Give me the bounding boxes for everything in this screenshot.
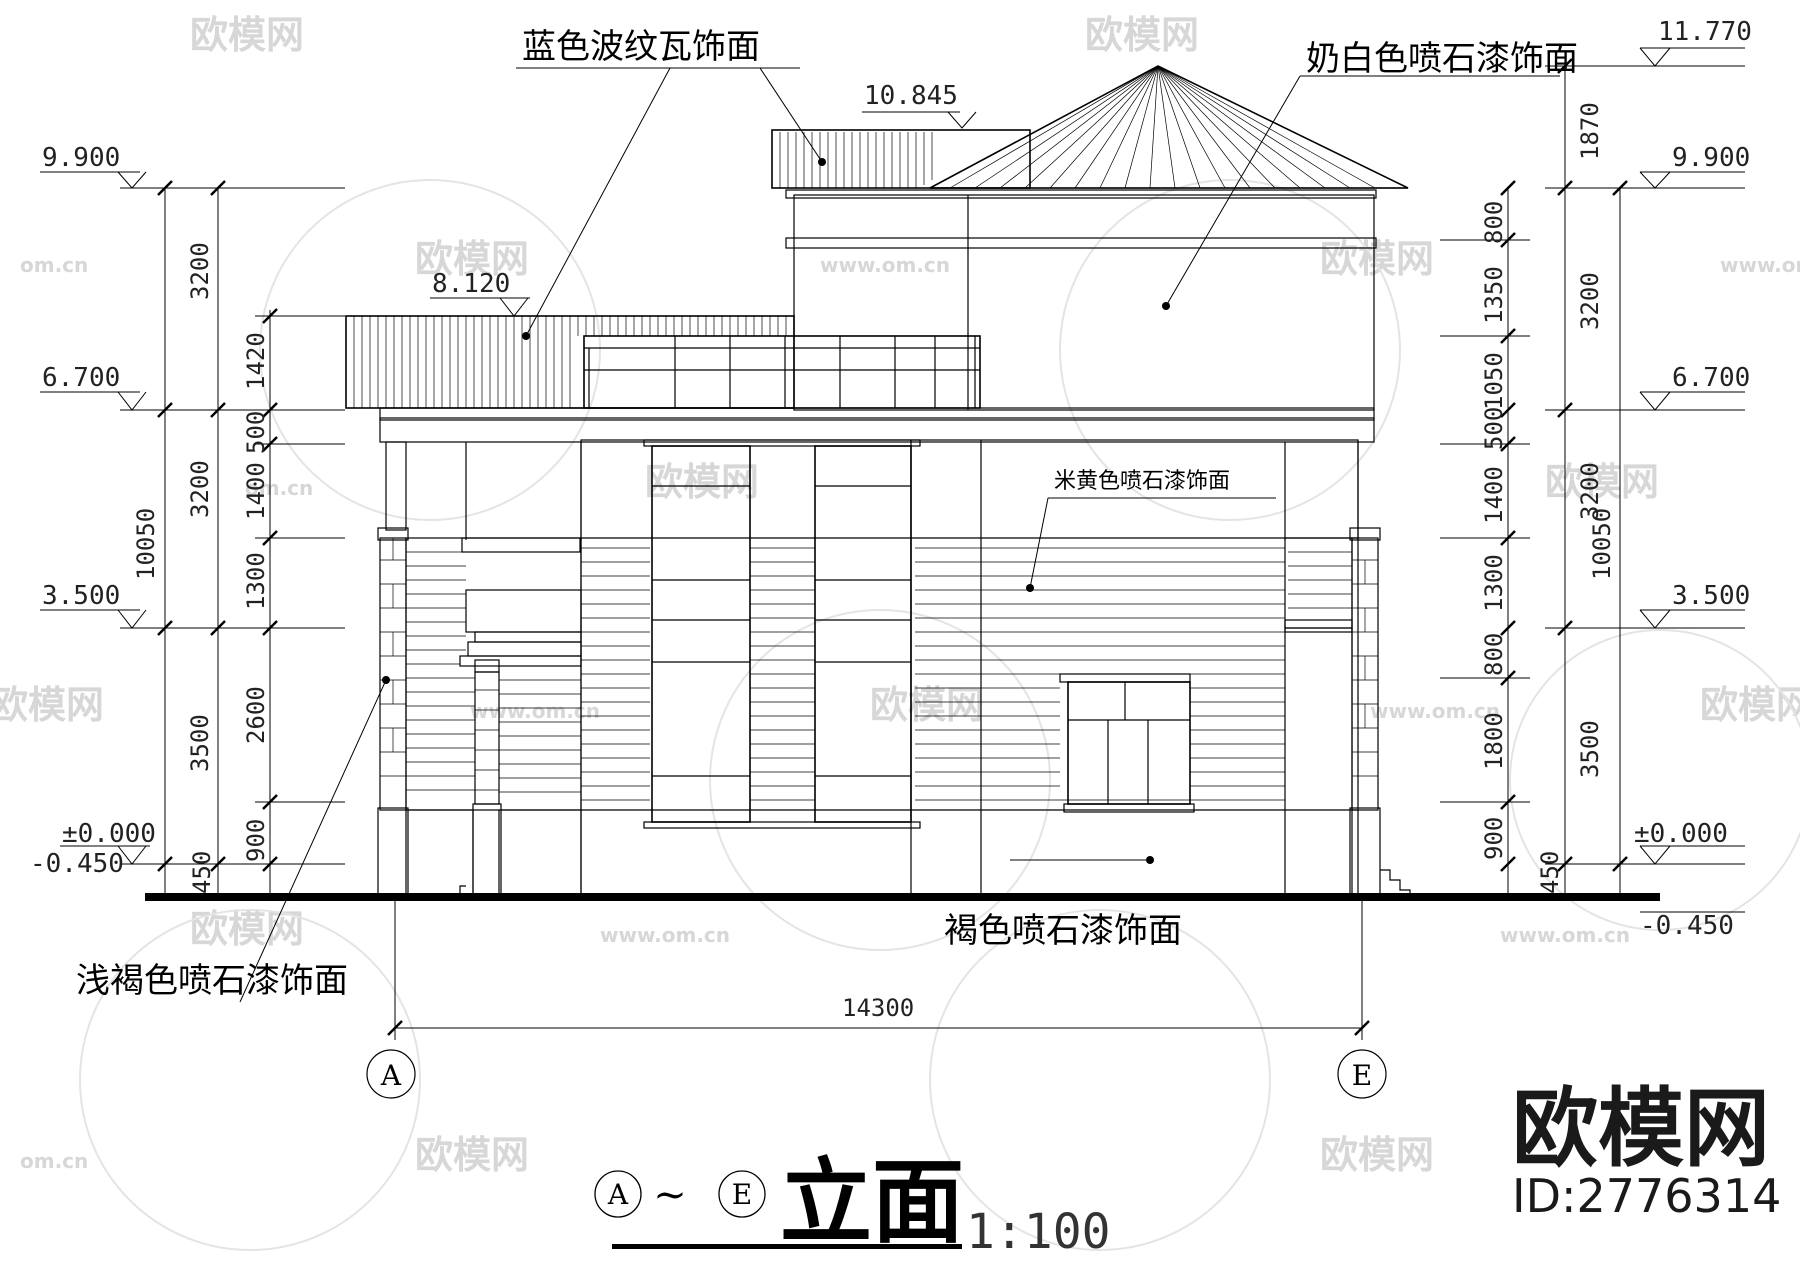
watermark-brand: 欧模网	[190, 13, 304, 57]
building-elevation	[145, 65, 1660, 901]
dim-right-inner: 900	[1480, 817, 1508, 860]
dim-left-inner: 500	[242, 411, 270, 454]
dim-left-inner: 450	[188, 851, 216, 894]
blue-tile-roof-upper	[771, 129, 1031, 189]
note-blue-tile: 蓝色波纹瓦饰面	[522, 27, 760, 67]
title-name: 立面	[780, 1149, 964, 1256]
dim-left-inner: 1400	[242, 462, 270, 520]
note-light-brown: 浅褐色喷石漆饰面	[76, 961, 348, 1001]
note-beige: 米黄色喷石漆饰面	[1054, 469, 1230, 494]
dim-right-inner: 800	[1480, 201, 1508, 244]
dimension-labels: 9.900 8.120 6.700 3.500 ±0.000 -0.450 10…	[30, 17, 1752, 1099]
axis-label-a: A	[380, 1059, 402, 1092]
watermark-brand: 欧模网	[870, 683, 984, 727]
ground-line	[145, 893, 1660, 901]
dim-right-outer: 3200	[1576, 462, 1604, 520]
level-9900-left: 9.900	[42, 143, 120, 173]
level-zero-right: ±0.000	[1634, 819, 1728, 849]
title-separator: ~	[653, 1172, 687, 1218]
dim-overall-span: 14300	[842, 994, 914, 1022]
watermark-brand: 欧模网	[1085, 13, 1199, 57]
level-10845: 10.845	[864, 81, 958, 111]
second-floor-eave	[379, 417, 1375, 443]
dim-left-inner: 900	[242, 819, 270, 862]
level-6700-left: 6.700	[42, 363, 120, 393]
brand-logo: 欧模网 ID:2776314	[1512, 1079, 1781, 1223]
material-notes	[239, 67, 1560, 1003]
level-zero-left: ±0.000	[62, 819, 156, 849]
note-milk-white: 奶白色喷石漆饰面	[1306, 39, 1578, 79]
right-window	[1059, 673, 1195, 813]
watermark-brand: 欧模网	[415, 237, 529, 281]
watermark-site: www.om.cn	[1370, 699, 1500, 723]
level-3500-left: 3.500	[42, 581, 120, 611]
title-axis-from: A	[607, 1178, 629, 1211]
axis-bubble-a	[366, 1049, 416, 1099]
level-9900-right: 9.900	[1672, 143, 1750, 173]
dim-right-inner: 1300	[1480, 554, 1508, 612]
watermark-brand: 欧模网	[1545, 460, 1659, 504]
watermark-brand: 欧模网	[645, 460, 759, 504]
watermark-site: om.cn	[20, 253, 88, 277]
dim-right-inner: 1400	[1480, 466, 1508, 524]
dim-left-outer: 3200	[186, 460, 214, 518]
watermark-site: om.cn	[245, 476, 313, 500]
watermark-layer: 欧模网 欧模网 欧模网 欧模网 欧模网 欧模网 欧模网 欧模网 欧模网 欧模网 …	[0, 13, 1800, 1251]
dim-right-inner: 450	[1536, 851, 1564, 894]
dim-left-inner: 1420	[242, 332, 270, 390]
dim-left-outer: 3500	[186, 714, 214, 772]
drawing-title: A ~ E 立面 1:100	[594, 1149, 1111, 1260]
top-floor-block	[793, 194, 1375, 411]
watermark-site: www.om.cn	[470, 699, 600, 723]
axis-label-e: E	[1352, 1059, 1372, 1092]
level-11770: 11.770	[1658, 17, 1752, 47]
dim-right-inner: 1350	[1480, 266, 1508, 324]
brand-logo-id: ID:2776314	[1512, 1169, 1781, 1223]
dim-left-outer: 3200	[186, 242, 214, 300]
dim-right-inner: 1800	[1480, 712, 1508, 770]
watermark-brand: 欧模网	[1320, 237, 1434, 281]
left-pillar-base	[377, 807, 409, 895]
roof-railing	[583, 335, 981, 409]
leader-dots	[382, 158, 1170, 864]
dim-left-inner: 1300	[242, 552, 270, 610]
dim-right-outer: 3500	[1576, 720, 1604, 778]
dim-right-total: 10050	[1588, 508, 1616, 580]
level-8120: 8.120	[432, 269, 510, 299]
watermark-brand: 欧模网	[0, 683, 104, 727]
dim-left-total: 10050	[132, 508, 160, 580]
brand-logo-name: 欧模网	[1512, 1079, 1770, 1179]
watermark-site: www.om.cn	[820, 253, 950, 277]
hip-roof	[929, 65, 1409, 189]
dim-right-outer: 1870	[1576, 102, 1604, 160]
level-minus-right: -0.450	[1640, 911, 1734, 941]
watermark-brand: 欧模网	[1700, 683, 1800, 727]
note-brown: 褐色喷石漆饰面	[944, 911, 1182, 951]
title-axis-to: E	[732, 1178, 752, 1211]
dimension-lines	[40, 47, 1745, 1040]
watermark-site: www.om.cn	[1720, 253, 1800, 277]
watermark-site: www.om.cn	[600, 923, 730, 947]
tall-window-right	[814, 445, 912, 823]
watermark-brand: 欧模网	[1320, 1133, 1434, 1177]
level-6700-right: 6.700	[1672, 363, 1750, 393]
dim-right-outer: 3200	[1576, 272, 1604, 330]
left-brick-pillar	[379, 537, 407, 811]
axis-bubble-e	[1337, 1049, 1387, 1099]
title-scale: 1:100	[966, 1204, 1111, 1260]
dim-left-inner: 2600	[242, 686, 270, 744]
watermark-brand: 欧模网	[415, 1133, 529, 1177]
note-labels: 蓝色波纹瓦饰面 奶白色喷石漆饰面 米黄色喷石漆饰面 褐色喷石漆饰面 浅褐色喷石漆…	[76, 27, 1578, 1001]
level-3500-right: 3.500	[1672, 581, 1750, 611]
level-minus-left: -0.450	[30, 849, 124, 879]
dim-right-inner: 800	[1480, 633, 1508, 676]
dim-right-inner: 1050	[1480, 352, 1508, 410]
watermark-site: om.cn	[20, 1149, 88, 1173]
watermark-site: www.om.cn	[1500, 923, 1630, 947]
dim-right-inner: 500	[1480, 407, 1508, 450]
